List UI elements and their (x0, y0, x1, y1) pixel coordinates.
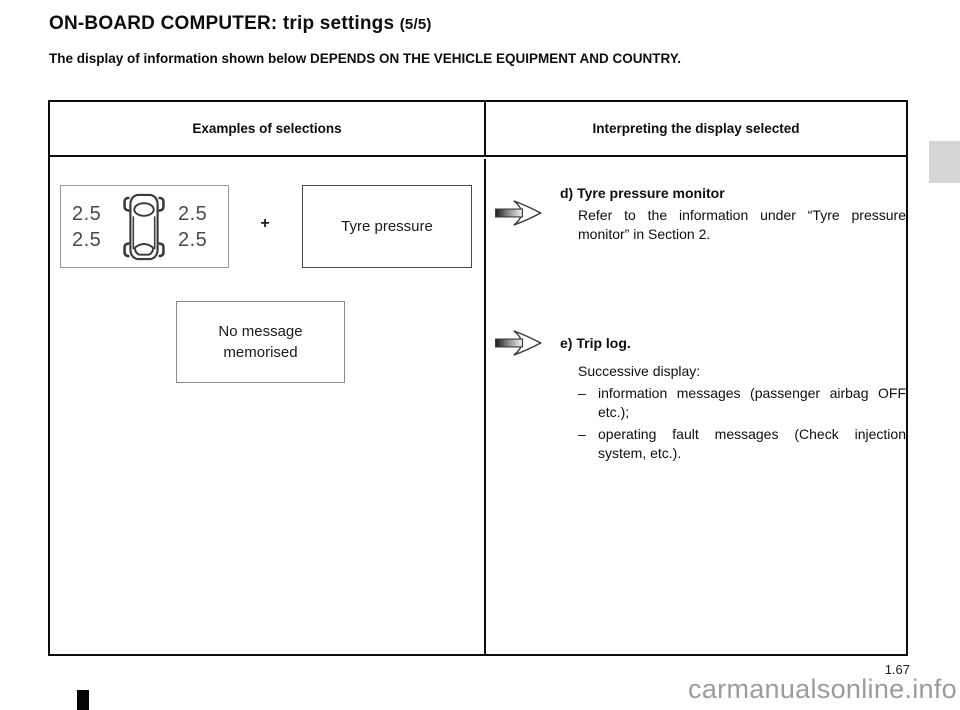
no-message-line2: memorised (223, 344, 298, 361)
list-item: – information messages (passenger airbag… (578, 384, 906, 422)
continuation-arrow-icon (494, 200, 544, 226)
tyre-pressure-display: 2.5 2.5 2.5 2.5 (60, 185, 229, 268)
table-header-row: Examples of selections Interpreting the … (50, 102, 906, 157)
interp-body-d: Refer to the information under “Tyre pre… (578, 207, 906, 242)
continuation-arrow-icon (494, 330, 544, 356)
interpretations-cell: d) Tyre pressure monitor Refer to the in… (486, 159, 906, 654)
interp-heading-d: d) Tyre pressure monitor (560, 185, 725, 201)
tyre-pressure-option-box: Tyre pressure (302, 185, 472, 268)
page-title-text: ON-BOARD COMPUTER: trip settings (49, 13, 395, 34)
pressure-front-right: 2.5 (178, 203, 208, 225)
trip-log-bullet-list: – information messages (passenger airbag… (578, 384, 906, 463)
page-number: 1.67 (884, 662, 910, 677)
no-message-line1: No message (218, 323, 303, 340)
table-body-row: 2.5 2.5 2.5 2.5 (50, 159, 906, 654)
car-top-view-icon (121, 193, 167, 261)
bullet-text: operating fault messages (Check injectio… (598, 426, 906, 461)
page-title: ON-BOARD COMPUTER: trip settings (5/5) (49, 13, 432, 35)
print-registration-marker (77, 690, 89, 710)
bullet-dash: – (578, 426, 586, 442)
section-tab-marker (929, 141, 960, 183)
tyre-pressure-label: Tyre pressure (341, 218, 433, 235)
watermark-text: carmanualsonline.info (688, 674, 957, 704)
header-examples-of-selections: Examples of selections (50, 102, 486, 155)
interp-heading-e: e) Trip log. (560, 335, 631, 351)
bullet-dash: – (578, 385, 586, 401)
pressure-rear-right: 2.5 (178, 229, 208, 251)
examples-cell: 2.5 2.5 2.5 2.5 (50, 159, 486, 654)
settings-table: Examples of selections Interpreting the … (48, 100, 908, 656)
interp-intro-e: Successive display: (578, 363, 701, 379)
pressure-rear-left: 2.5 (72, 229, 102, 251)
page-title-suffix: (5/5) (399, 16, 432, 33)
bullet-text: information messages (passenger airbag O… (598, 385, 906, 420)
plus-sign: + (260, 215, 270, 232)
list-item: – operating fault messages (Check inject… (578, 425, 906, 463)
no-message-option-box: No message memorised (176, 301, 345, 383)
pressure-front-left: 2.5 (72, 203, 102, 225)
page-subtitle: The display of information shown below D… (49, 51, 682, 66)
header-interpreting-display: Interpreting the display selected (592, 121, 800, 136)
